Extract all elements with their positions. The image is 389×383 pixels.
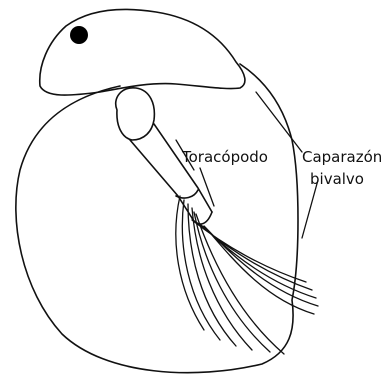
label-caparazon-line1: Caparazón	[302, 148, 382, 166]
eye	[70, 26, 88, 44]
label-caparazon-line2: bivalvo	[310, 170, 364, 188]
label-toracopodo: Toracópodo	[181, 148, 268, 166]
